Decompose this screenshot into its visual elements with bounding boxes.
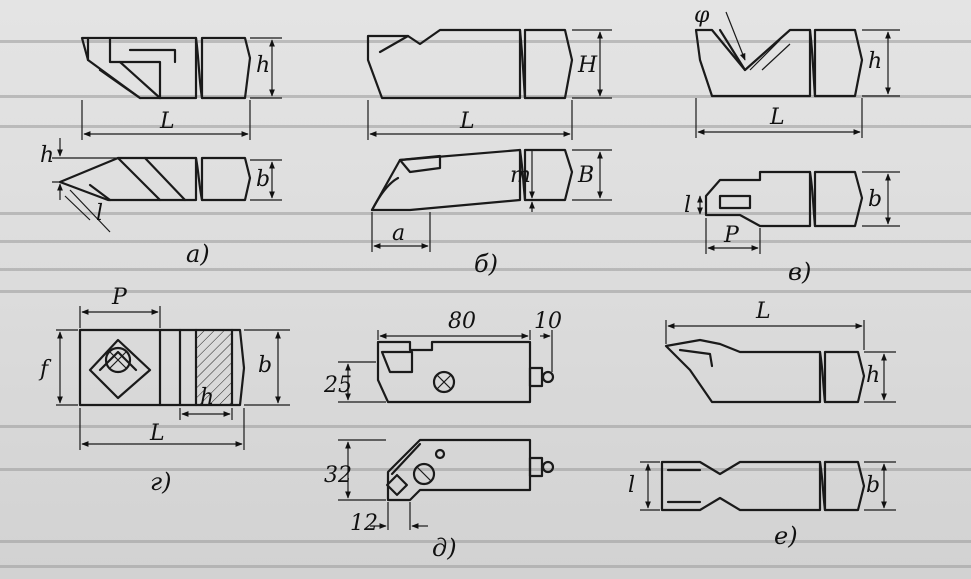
label-m-b: m — [510, 163, 531, 188]
label-l-e: l — [628, 473, 635, 498]
label-h-e: h — [866, 363, 880, 388]
tool-e-side-view — [664, 320, 896, 404]
label-phi-v: φ — [694, 3, 710, 28]
label-P-g: P — [111, 285, 128, 310]
tool-a-side-view — [80, 36, 282, 140]
label-80-d: 80 — [448, 309, 476, 334]
label-b-v: b — [868, 187, 882, 212]
label-H-b: H — [577, 53, 598, 78]
label-L-b: L — [459, 109, 475, 134]
label-10-d: 10 — [534, 309, 562, 334]
label-b-a: b — [256, 167, 270, 192]
tool-v-side-view — [694, 11, 900, 138]
tool-d-side-view — [338, 330, 555, 404]
tool-b-side-view — [366, 28, 612, 140]
label-L-a: L — [159, 109, 175, 134]
label-h-v: h — [868, 49, 882, 74]
label-a-b: a — [392, 221, 405, 246]
label-L-e: L — [755, 299, 771, 324]
caption-d: д) — [432, 534, 457, 562]
tool-a-plan-view — [52, 138, 282, 233]
label-h-a2: h — [40, 143, 54, 168]
caption-b: б) — [474, 250, 498, 278]
label-b-e: b — [866, 473, 880, 498]
caption-a: а) — [186, 240, 210, 268]
label-l-a: l — [96, 201, 103, 226]
label-P-v: P — [723, 223, 740, 248]
label-f-g: f — [38, 357, 52, 382]
caption-e: е) — [774, 522, 798, 550]
label-32-d: 32 — [324, 463, 352, 488]
label-L-g: L — [149, 421, 165, 446]
label-b-g: b — [258, 353, 272, 378]
label-l-v: l — [684, 193, 691, 218]
label-25-d: 25 — [323, 373, 352, 398]
background-text-texture — [0, 40, 971, 568]
label-B-b: B — [577, 163, 594, 188]
tool-b-plan-view — [370, 148, 612, 252]
label-12-d: 12 — [350, 511, 378, 536]
caption-g: г) — [150, 468, 172, 496]
tool-v-plan-view — [697, 170, 900, 254]
tool-e-plan-view — [640, 460, 896, 512]
tool-g-drawing — [56, 306, 290, 450]
label-L-v: L — [769, 105, 785, 130]
label-h-a: h — [256, 53, 270, 78]
tool-d-plan-view — [338, 438, 555, 530]
caption-v: в) — [788, 258, 811, 286]
label-h-g: h — [200, 385, 214, 410]
